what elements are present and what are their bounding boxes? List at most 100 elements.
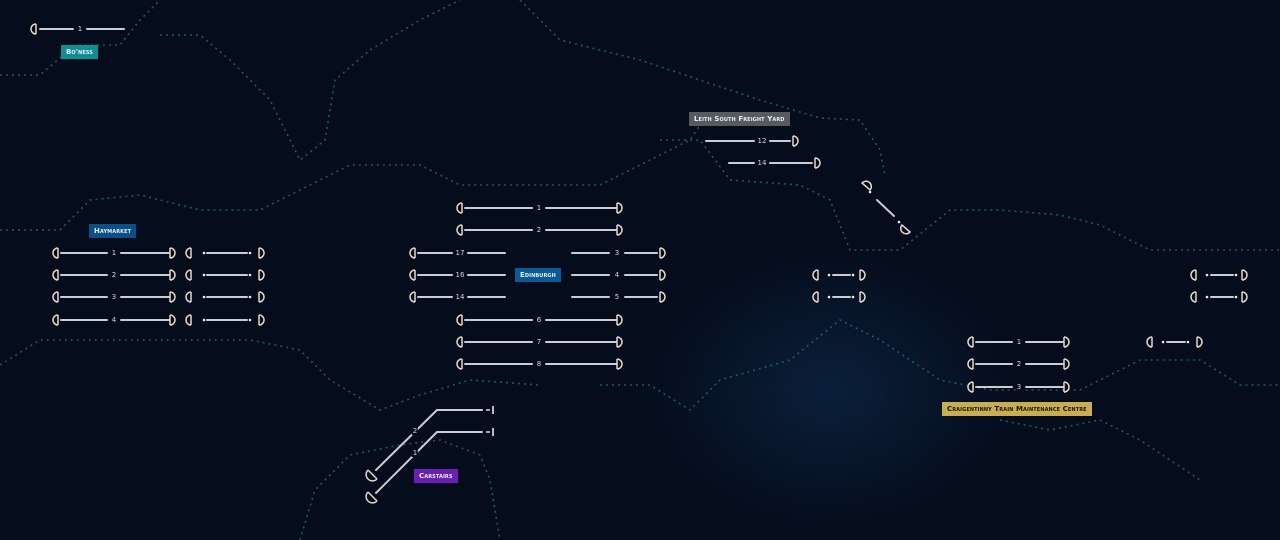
platform-number: 17 bbox=[454, 249, 466, 257]
signal-icon[interactable] bbox=[859, 291, 866, 303]
signal-icon[interactable] bbox=[1196, 336, 1203, 348]
signal-icon[interactable] bbox=[52, 314, 59, 326]
track-joint-dot bbox=[202, 295, 206, 299]
station-label-craigentinny[interactable]: Craigentinny Train Maintenance Centre bbox=[942, 402, 1092, 416]
signal-icon[interactable] bbox=[52, 291, 59, 303]
station-label-haymarket[interactable]: Haymarket bbox=[89, 224, 137, 238]
track-joint-dot bbox=[1205, 273, 1209, 277]
signal-icon[interactable] bbox=[1063, 336, 1070, 348]
station-label-leith[interactable]: Leith South Freight Yard bbox=[689, 112, 790, 126]
track-joint-dot bbox=[1234, 295, 1238, 299]
signal-icon[interactable] bbox=[258, 291, 265, 303]
signal-icon[interactable] bbox=[456, 336, 463, 348]
signal-icon[interactable] bbox=[967, 358, 974, 370]
signal-icon[interactable] bbox=[409, 269, 416, 281]
track-joint-dot bbox=[897, 220, 901, 224]
signal-icon[interactable] bbox=[52, 247, 59, 259]
signal-icon[interactable] bbox=[409, 247, 416, 259]
station-label-carstairs[interactable]: Carstairs bbox=[414, 469, 458, 483]
signal-icon[interactable] bbox=[409, 291, 416, 303]
platform-number: 3 bbox=[1015, 383, 1023, 391]
crossover-track bbox=[876, 199, 895, 217]
platform-number: 2 bbox=[110, 271, 118, 279]
signal-icon[interactable] bbox=[1190, 269, 1197, 281]
signal-icon[interactable] bbox=[456, 202, 463, 214]
signal-icon[interactable] bbox=[967, 336, 974, 348]
platform-number: 1 bbox=[76, 25, 84, 33]
signal-icon[interactable] bbox=[1146, 336, 1153, 348]
platform-number: 1 bbox=[1015, 338, 1023, 346]
platform-number: 16 bbox=[454, 271, 466, 279]
signal-icon[interactable] bbox=[258, 247, 265, 259]
signal-icon[interactable] bbox=[616, 224, 623, 236]
platform-number: 4 bbox=[110, 316, 118, 324]
signal-icon[interactable] bbox=[659, 269, 666, 281]
platform-number: 3 bbox=[110, 293, 118, 301]
signal-icon[interactable] bbox=[1241, 269, 1248, 281]
signal-icon[interactable] bbox=[967, 381, 974, 393]
track-joint-dot bbox=[868, 190, 872, 194]
signal-icon[interactable] bbox=[659, 291, 666, 303]
signal-icon[interactable] bbox=[365, 491, 378, 504]
signal-icon[interactable] bbox=[456, 314, 463, 326]
signal-icon[interactable] bbox=[456, 358, 463, 370]
signal-icon[interactable] bbox=[812, 269, 819, 281]
track-joint-dot bbox=[248, 251, 252, 255]
platform-number: 1 bbox=[535, 204, 543, 212]
track-joint-dot bbox=[827, 295, 831, 299]
track-joint-dot bbox=[1161, 340, 1165, 344]
signal-icon[interactable] bbox=[185, 269, 192, 281]
signal-icon[interactable] bbox=[169, 247, 176, 259]
signal-icon[interactable] bbox=[185, 291, 192, 303]
signal-icon[interactable] bbox=[169, 291, 176, 303]
platform-number: 6 bbox=[535, 316, 543, 324]
signal-icon[interactable] bbox=[616, 314, 623, 326]
signal-icon[interactable] bbox=[814, 157, 821, 169]
platform-number: 1 bbox=[110, 249, 118, 257]
signal-icon[interactable] bbox=[616, 336, 623, 348]
signal-icon[interactable] bbox=[860, 180, 873, 192]
track-joint-dot bbox=[1205, 295, 1209, 299]
signal-icon[interactable] bbox=[1063, 381, 1070, 393]
signal-icon[interactable] bbox=[258, 314, 265, 326]
signal-icon[interactable] bbox=[185, 247, 192, 259]
signal-icon[interactable] bbox=[1190, 291, 1197, 303]
signal-icon[interactable] bbox=[52, 269, 59, 281]
track-joint-dot bbox=[202, 318, 206, 322]
signal-icon[interactable] bbox=[659, 247, 666, 259]
platform-number: 7 bbox=[535, 338, 543, 346]
platform-number: 14 bbox=[756, 159, 768, 167]
carstairs-track bbox=[375, 431, 438, 494]
signal-icon[interactable] bbox=[1063, 358, 1070, 370]
station-label-edinburgh[interactable]: Edinburgh bbox=[515, 268, 561, 282]
signal-icon[interactable] bbox=[616, 202, 623, 214]
signal-icon[interactable] bbox=[899, 223, 912, 235]
platform-number: 8 bbox=[535, 360, 543, 368]
signal-icon[interactable] bbox=[30, 23, 37, 35]
platform-number: 12 bbox=[756, 137, 768, 145]
platform-number: 5 bbox=[613, 293, 621, 301]
platform-number: 14 bbox=[454, 293, 466, 301]
platform-number: 2 bbox=[535, 226, 543, 234]
signal-icon[interactable] bbox=[185, 314, 192, 326]
track-joint-dot bbox=[851, 273, 855, 277]
platform-number: 2 bbox=[411, 427, 419, 435]
signal-icon[interactable] bbox=[258, 269, 265, 281]
signal-icon[interactable] bbox=[365, 469, 378, 482]
signal-icon[interactable] bbox=[456, 224, 463, 236]
tracks bbox=[39, 28, 1238, 494]
platform-number: 4 bbox=[613, 271, 621, 279]
station-label-bo-ness[interactable]: Bo'ness bbox=[61, 45, 99, 59]
signal-icon[interactable] bbox=[859, 269, 866, 281]
signal-icon[interactable] bbox=[812, 291, 819, 303]
signal-icon[interactable] bbox=[792, 135, 799, 147]
signal-icon[interactable] bbox=[1241, 291, 1248, 303]
signal-icon[interactable] bbox=[616, 358, 623, 370]
signal-icon[interactable] bbox=[169, 314, 176, 326]
signal-icon[interactable] bbox=[169, 269, 176, 281]
track-joint-dot bbox=[248, 295, 252, 299]
platform-number: 2 bbox=[1015, 360, 1023, 368]
track-joint-dot bbox=[851, 295, 855, 299]
